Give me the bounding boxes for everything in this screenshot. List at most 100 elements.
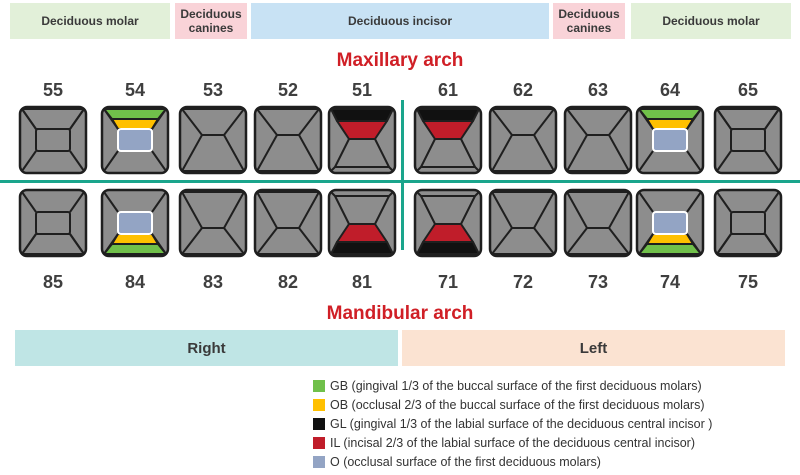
tooth-73 <box>563 188 633 258</box>
swatch-gl <box>313 417 325 430</box>
surface-divider <box>151 233 167 255</box>
surface-divider <box>388 191 394 197</box>
tooth-65 <box>713 105 783 175</box>
surface-occlusal <box>730 128 766 152</box>
tooth-number-84: 84 <box>124 272 146 292</box>
surface-divider <box>151 191 167 213</box>
tooth-number-55: 55 <box>42 80 64 100</box>
surface-divider <box>21 233 37 255</box>
surface-ob <box>646 118 694 130</box>
swatch-il <box>313 436 325 449</box>
tooth-81 <box>327 188 397 258</box>
occlusal-plane-line <box>0 180 800 183</box>
surface-divider <box>330 191 336 197</box>
surface-divider <box>416 166 422 172</box>
legend-item-o: O (occlusal surface of the first deciduo… <box>313 452 712 471</box>
surface-gl <box>330 108 394 122</box>
category-deciduous-incisor: Deciduous incisor <box>251 3 549 39</box>
surface-divider <box>330 166 336 172</box>
tooth-number-85: 85 <box>42 272 64 292</box>
tooth-number-74: 74 <box>659 272 681 292</box>
tooth-63 <box>563 105 633 175</box>
surface-divider <box>69 150 85 172</box>
tooth-number-62: 62 <box>512 80 534 100</box>
legend-text: GB (gingival 1/3 of the buccal surface o… <box>330 378 702 393</box>
surface-divider <box>151 150 167 172</box>
surface-divider <box>638 233 654 255</box>
tooth-number-71: 71 <box>437 272 459 292</box>
surface-divider <box>69 191 85 213</box>
tooth-64 <box>635 105 705 175</box>
legend-item-ob: OB (occlusal 2/3 of the buccal surface o… <box>313 395 712 414</box>
surface-divider <box>103 233 119 255</box>
legend-text: O (occlusal surface of the first deciduo… <box>330 454 601 469</box>
tooth-51 <box>327 105 397 175</box>
surface-occlusal <box>117 211 153 235</box>
surface-occlusal <box>117 128 153 152</box>
surface-divider <box>716 191 732 213</box>
category-label: Deciduous molar <box>41 14 139 28</box>
surface-divider <box>21 108 37 130</box>
tooth-number-53: 53 <box>202 80 224 100</box>
side-right-label: Right <box>187 339 226 357</box>
tooth-number-75: 75 <box>737 272 759 292</box>
category-label: Deciduous incisor <box>347 14 453 28</box>
surface-gb <box>638 243 702 255</box>
surface-occlusal <box>35 128 71 152</box>
tooth-number-65: 65 <box>737 80 759 100</box>
surface-divider <box>686 191 702 213</box>
legend: GB (gingival 1/3 of the buccal surface o… <box>313 376 712 471</box>
legend-text: OB (occlusal 2/3 of the buccal surface o… <box>330 397 705 412</box>
surface-divider <box>103 108 119 130</box>
surface-divider <box>474 166 480 172</box>
tooth-number-51: 51 <box>351 80 373 100</box>
surface-divider <box>69 233 85 255</box>
tooth-number-72: 72 <box>512 272 534 292</box>
tooth-72 <box>488 188 558 258</box>
legend-item-gb: GB (gingival 1/3 of the buccal surface o… <box>313 376 712 395</box>
tooth-54 <box>100 105 170 175</box>
tooth-74 <box>635 188 705 258</box>
legend-item-gl: GL (gingival 1/3 of the labial surface o… <box>313 414 712 433</box>
surface-divider <box>686 108 702 130</box>
side-left: Left <box>402 330 785 366</box>
surface-divider <box>388 166 394 172</box>
surface-divider <box>151 108 167 130</box>
surface-divider <box>474 191 480 197</box>
swatch-ob <box>313 398 325 411</box>
surface-divider <box>764 233 780 255</box>
surface-divider <box>103 191 119 213</box>
surface-gl <box>330 241 394 255</box>
surface-gb <box>638 108 702 120</box>
surface-divider <box>69 108 85 130</box>
tooth-53 <box>178 105 248 175</box>
tooth-62 <box>488 105 558 175</box>
surface-occlusal <box>652 211 688 235</box>
surface-divider <box>764 150 780 172</box>
tooth-number-82: 82 <box>277 272 299 292</box>
tooth-number-83: 83 <box>202 272 224 292</box>
surface-ob <box>646 233 694 245</box>
tooth-84 <box>100 188 170 258</box>
tooth-number-73: 73 <box>587 272 609 292</box>
tooth-number-81: 81 <box>351 272 373 292</box>
surface-ob <box>111 118 159 130</box>
tooth-number-54: 54 <box>124 80 146 100</box>
surface-divider <box>686 150 702 172</box>
surface-occlusal <box>730 211 766 235</box>
legend-text: GL (gingival 1/3 of the labial surface o… <box>330 416 713 431</box>
surface-occlusal <box>652 128 688 152</box>
surface-divider <box>416 191 422 197</box>
category-deciduous-molar-left: Deciduous molar <box>631 3 791 39</box>
tooth-number-63: 63 <box>587 80 609 100</box>
tooth-83 <box>178 188 248 258</box>
surface-divider <box>716 150 732 172</box>
surface-divider <box>716 233 732 255</box>
tooth-55 <box>18 105 88 175</box>
swatch-gb <box>313 379 325 392</box>
legend-item-il: IL (incisal 2/3 of the labial surface of… <box>313 433 712 452</box>
surface-divider <box>638 150 654 172</box>
surface-divider <box>638 191 654 213</box>
